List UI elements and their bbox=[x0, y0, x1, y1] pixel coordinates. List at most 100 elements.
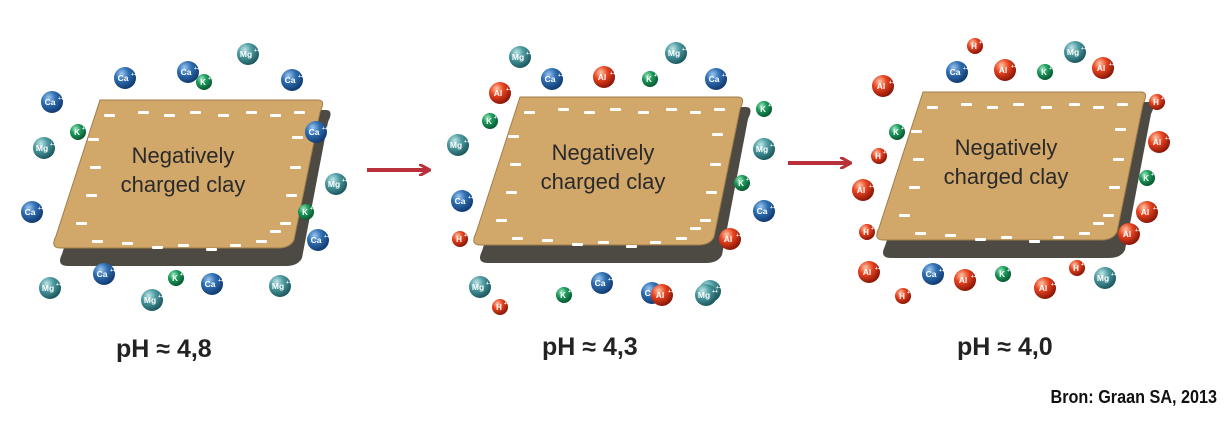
ion-symbol: Al bbox=[877, 81, 886, 91]
ion-charge: ++ bbox=[58, 96, 64, 102]
ion-symbol: Ca bbox=[118, 73, 129, 83]
ion-symbol: Mg bbox=[1067, 47, 1079, 57]
ion-charge: ++ bbox=[716, 285, 722, 291]
negative-charge-mark bbox=[1013, 103, 1024, 106]
ion-symbol: K bbox=[646, 75, 652, 84]
clay-particle bbox=[876, 91, 1147, 241]
ion-mg-icon: Mg++ bbox=[665, 42, 688, 64]
ion-charge: ++ bbox=[38, 206, 44, 212]
ion-symbol: Ca bbox=[950, 67, 961, 77]
ion-symbol: Al bbox=[857, 185, 866, 195]
ion-al-icon: Al+++ bbox=[1034, 277, 1060, 299]
ion-mg-icon: Mg++ bbox=[753, 138, 776, 160]
ion-charge: + bbox=[907, 290, 910, 296]
ion-symbol: Al bbox=[1039, 283, 1048, 293]
negative-charge-mark bbox=[294, 111, 305, 114]
ion-mg-icon: Mg++ bbox=[509, 46, 532, 68]
ion-mg-icon: Mg++ bbox=[1094, 267, 1117, 289]
negative-charge-mark bbox=[256, 240, 267, 243]
negative-charge-mark bbox=[178, 244, 189, 247]
ion-symbol: Al bbox=[1141, 207, 1150, 217]
ion-charge: +++ bbox=[869, 184, 878, 190]
ion-charge: ++ bbox=[110, 268, 116, 274]
ion-charge: + bbox=[494, 115, 497, 121]
ion-symbol: Mg bbox=[756, 144, 768, 154]
negative-charge-mark bbox=[610, 108, 621, 111]
ion-ca-icon: Ca++ bbox=[114, 67, 137, 89]
negative-charge-mark bbox=[290, 166, 301, 169]
ion-symbol: K bbox=[760, 105, 766, 114]
ion-symbol: Al bbox=[1153, 137, 1162, 147]
negative-charge-mark bbox=[138, 111, 149, 114]
ion-charge: + bbox=[310, 206, 313, 212]
ion-charge: ++ bbox=[158, 294, 164, 300]
ion-charge: ++ bbox=[322, 126, 328, 132]
ion-symbol: K bbox=[302, 208, 308, 217]
ion-al-icon: Al+++ bbox=[719, 228, 745, 250]
ion-charge: ++ bbox=[194, 66, 200, 72]
ion-symbol: Al bbox=[656, 290, 665, 300]
ion-charge: + bbox=[883, 150, 886, 156]
ion-al-icon: Al+++ bbox=[1118, 223, 1144, 245]
ion-symbol: Ca bbox=[45, 97, 56, 107]
ion-al-icon: Al+++ bbox=[489, 82, 515, 104]
ion-k-icon: K+ bbox=[889, 124, 905, 140]
ion-symbol: Ca bbox=[455, 196, 466, 206]
ion-symbol: Mg bbox=[472, 282, 484, 292]
negative-charge-mark bbox=[987, 106, 998, 109]
ion-al-icon: Al+++ bbox=[1092, 57, 1118, 79]
ion-symbol: Ca bbox=[285, 75, 296, 85]
ion-k-icon: K+ bbox=[556, 287, 572, 303]
negative-charge-mark bbox=[626, 245, 637, 248]
ion-charge: +++ bbox=[668, 289, 677, 295]
ion-charge: +++ bbox=[1135, 228, 1144, 234]
ion-charge: ++ bbox=[468, 195, 474, 201]
negative-charge-mark bbox=[915, 232, 926, 235]
ph-label-stage-2: pH ≈ 4,3 bbox=[542, 333, 638, 361]
ion-charge: ++ bbox=[56, 282, 62, 288]
negative-charge-mark bbox=[558, 108, 569, 111]
negative-charge-mark bbox=[90, 166, 101, 169]
clay-label-line-2: charged clay bbox=[541, 169, 666, 194]
negative-charge-mark bbox=[92, 240, 103, 243]
ion-symbol: Ca bbox=[545, 74, 556, 84]
clay-label-line-1: Negatively bbox=[552, 140, 655, 165]
ion-k-icon: K+ bbox=[642, 71, 658, 87]
ion-symbol: Mg bbox=[36, 143, 48, 153]
ion-charge: + bbox=[1081, 262, 1084, 268]
ion-symbol: Ca bbox=[309, 127, 320, 137]
negative-charge-mark bbox=[638, 111, 649, 114]
ion-al-icon: Al+++ bbox=[852, 179, 878, 201]
negative-charge-mark bbox=[190, 111, 201, 114]
ion-charge: ++ bbox=[558, 73, 564, 79]
ion-symbol: Mg bbox=[512, 52, 524, 62]
negative-charge-mark bbox=[1093, 106, 1104, 109]
ion-mg-icon: Mg++ bbox=[237, 43, 260, 65]
ion-mg-icon: Mg++ bbox=[325, 173, 348, 195]
ion-ca-icon: Ca++ bbox=[41, 91, 64, 113]
ion-charge: +++ bbox=[1051, 282, 1060, 288]
ion-h-icon: H+ bbox=[452, 231, 468, 247]
ion-charge: +++ bbox=[889, 80, 898, 86]
ion-ca-icon: Ca++ bbox=[591, 272, 614, 294]
negative-charge-mark bbox=[508, 135, 519, 138]
ion-symbol: Ca bbox=[181, 67, 192, 77]
negative-charge-mark bbox=[1029, 240, 1040, 243]
negative-charge-mark bbox=[280, 222, 291, 225]
ion-symbol: Ca bbox=[311, 235, 322, 245]
negative-charge-mark bbox=[286, 194, 297, 197]
negative-charge-mark bbox=[1093, 222, 1104, 225]
ion-charge: + bbox=[208, 76, 211, 82]
ion-charge: ++ bbox=[342, 178, 348, 184]
ion-symbol: Mg bbox=[328, 179, 340, 189]
ion-symbol: K bbox=[74, 128, 80, 137]
ion-charge: ++ bbox=[486, 281, 492, 287]
ion-charge: + bbox=[901, 126, 904, 132]
negative-charge-mark bbox=[710, 163, 721, 166]
ion-k-icon: K+ bbox=[196, 74, 212, 90]
negative-charge-mark bbox=[270, 230, 281, 233]
ion-charge: ++ bbox=[608, 277, 614, 283]
ion-charge: + bbox=[1161, 96, 1164, 102]
negative-charge-mark bbox=[1115, 128, 1126, 131]
ion-symbol: K bbox=[486, 117, 492, 126]
